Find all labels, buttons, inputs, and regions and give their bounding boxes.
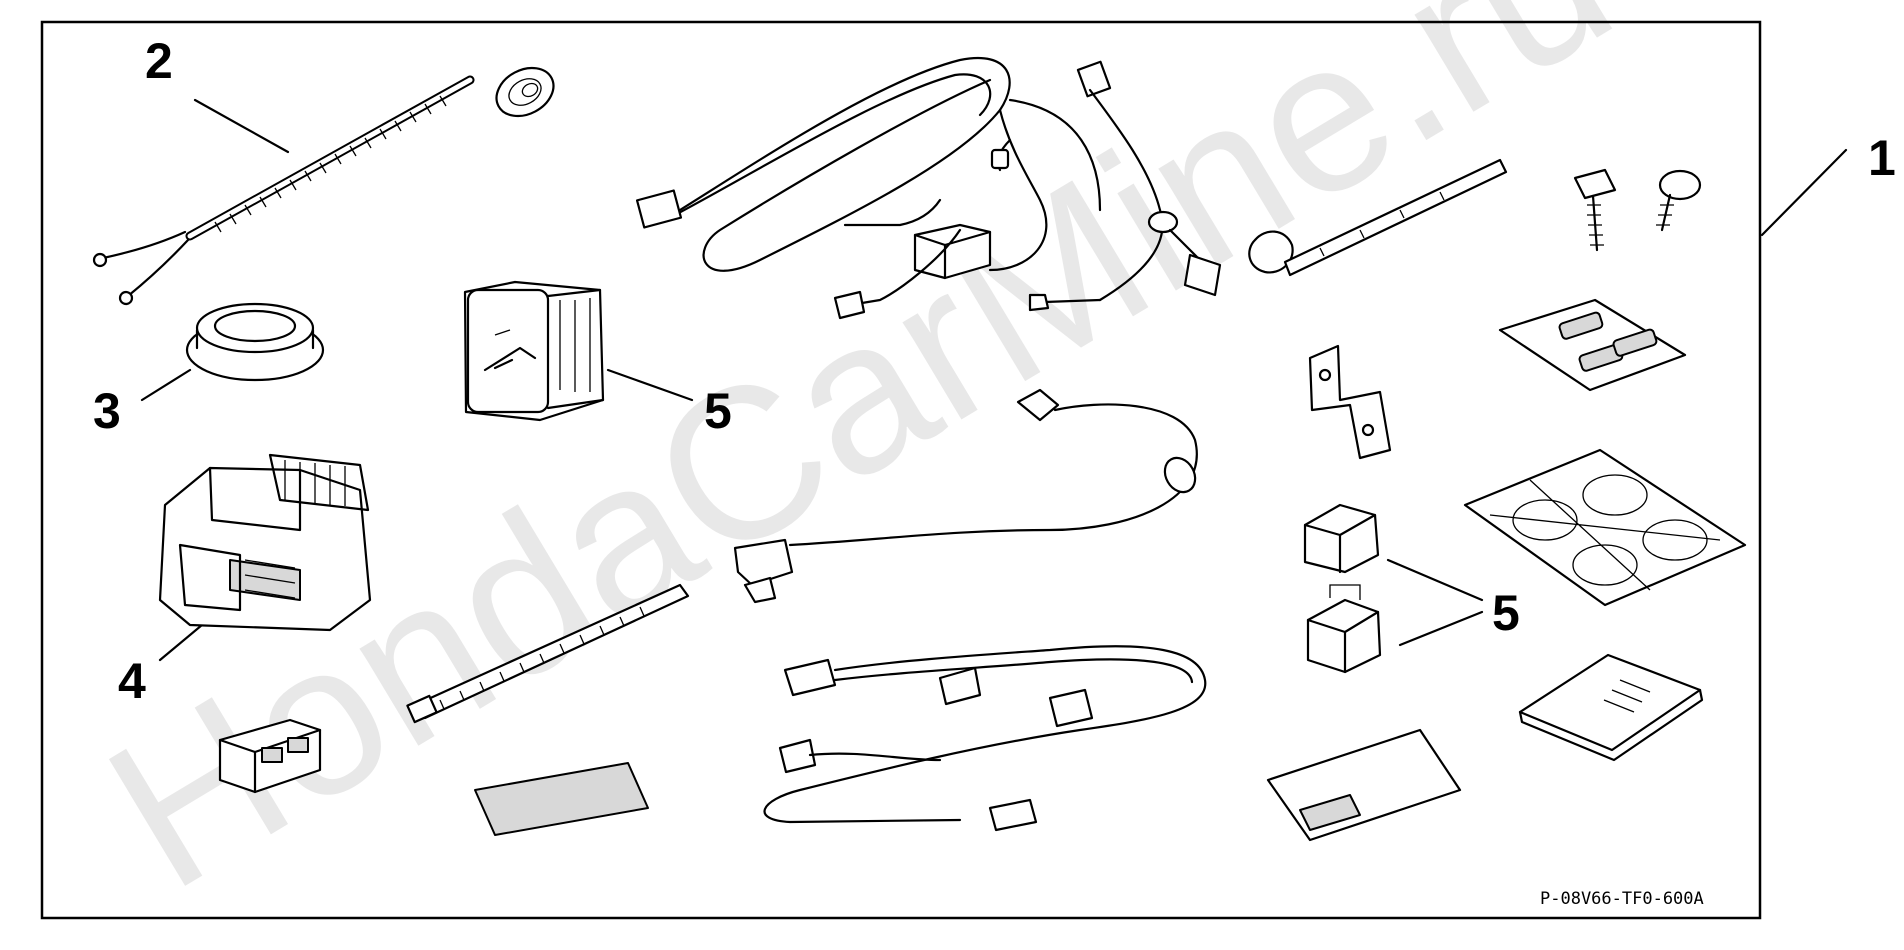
hardware-part bbox=[1248, 158, 1702, 277]
callout-5-switch: 5 bbox=[606, 368, 732, 439]
connector-part bbox=[218, 718, 322, 794]
cable-tie-part bbox=[406, 583, 690, 724]
mounting-bracket-part bbox=[1308, 344, 1392, 460]
callout-2: 2 bbox=[145, 33, 290, 154]
main-harness-part bbox=[635, 57, 1222, 320]
svg-text:5: 5 bbox=[704, 383, 732, 439]
part-code: P-08V66-TF0-600A bbox=[1540, 889, 1704, 909]
grommet-ring-part bbox=[185, 302, 325, 382]
callout-5-clips: 5 bbox=[1386, 558, 1520, 647]
adhesive-pads-part bbox=[1498, 298, 1687, 392]
lower-harness-part bbox=[763, 645, 1207, 832]
callout-3: 3 bbox=[93, 368, 192, 439]
svg-text:3: 3 bbox=[93, 383, 121, 439]
svg-text:1: 1 bbox=[1868, 130, 1896, 186]
svg-text:4: 4 bbox=[118, 653, 146, 709]
wire-harness-part bbox=[92, 66, 555, 306]
diagram-border bbox=[40, 20, 1762, 920]
cleaning-pad-part bbox=[474, 762, 649, 836]
svg-text:5: 5 bbox=[1492, 585, 1520, 641]
fastener-sheet-part bbox=[1463, 448, 1747, 607]
clips-part bbox=[1303, 503, 1382, 674]
callout-4: 4 bbox=[118, 608, 222, 709]
sensor-cable-part bbox=[733, 388, 1198, 604]
sensor-bracket-part bbox=[158, 453, 372, 632]
manual-booklet-part bbox=[1518, 653, 1704, 762]
svg-text:2: 2 bbox=[145, 33, 173, 89]
instruction-card-part bbox=[1266, 728, 1462, 842]
callout-1: 1 bbox=[1760, 130, 1896, 237]
switch-part bbox=[463, 280, 605, 422]
